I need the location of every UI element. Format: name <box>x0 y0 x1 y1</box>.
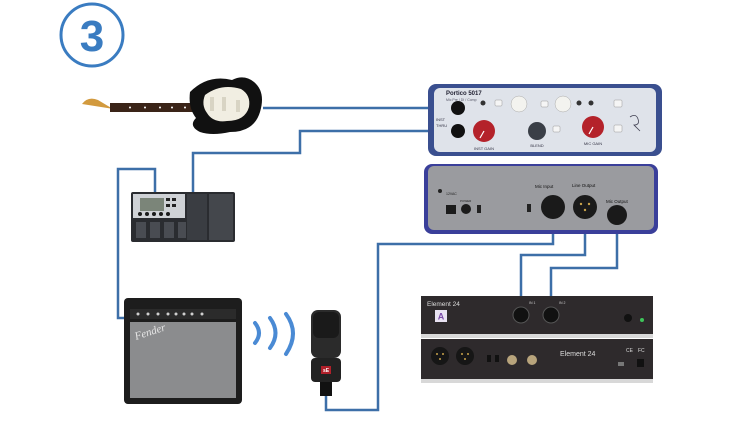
mic-gain-label: MIC GAIN <box>584 141 602 146</box>
fc-mark: FC <box>638 348 645 354</box>
audio-interface-front: Element 24 A IN 1 IN 2 <box>421 296 653 338</box>
multi-effects-pedal <box>131 192 235 242</box>
cable-preamp-thru-to-pedal <box>191 129 458 198</box>
apogee-logo <box>435 310 447 322</box>
inst-label: INST <box>436 117 446 122</box>
amp-grille <box>130 322 236 398</box>
cable-mic-to-preamp-mic-input <box>324 205 555 412</box>
mic-input-label: Mic Input <box>535 184 554 189</box>
preamp-brand: Portico 5017 <box>446 91 482 97</box>
thru-label: THRU <box>436 123 447 128</box>
phase-sweep-knob <box>510 95 528 113</box>
dc-power-jack <box>637 359 644 367</box>
line-output-label: Line Output <box>572 183 596 188</box>
ground-lift-switch <box>477 205 481 213</box>
word-clock-in <box>507 355 517 365</box>
power-in-label: 12VAC <box>446 192 457 196</box>
interface-back-name: Element 24 <box>560 351 596 358</box>
preamp-subtitle: Mic Pre / DI / Comp <box>446 98 477 102</box>
main-out-left-xlr <box>431 347 449 365</box>
pedal-display <box>140 198 164 211</box>
input-2-label: IN 2 <box>559 301 565 305</box>
audio-interface-back: Element 24 CE FC <box>421 339 653 383</box>
word-clock-out <box>527 355 537 365</box>
inst-gain-label: INST GAIN <box>474 146 494 151</box>
threshold-knob <box>554 95 572 113</box>
status-led <box>640 318 644 322</box>
blend-label: BLEND <box>530 143 543 148</box>
preamp-front: Portico 5017 Mic Pre / DI / Comp INST TH… <box>428 84 662 156</box>
step-badge: 3 <box>59 2 125 68</box>
main-out-right-xlr <box>456 347 474 365</box>
input-1-combo-jack <box>512 306 530 324</box>
power-label: POWER <box>460 199 472 203</box>
input-1-label: IN 1 <box>529 301 535 305</box>
input-2-combo-jack <box>542 306 560 324</box>
condenser-microphone: sE <box>311 310 341 396</box>
mic-output-jack <box>607 205 627 225</box>
ce-mark: CE <box>626 348 634 354</box>
mic-input-xlr <box>541 195 565 219</box>
expression-pedal <box>209 194 233 240</box>
cable-pedal-to-amp <box>116 167 157 320</box>
interface-front-name: Element 24 <box>427 301 460 308</box>
inst-input-jack <box>451 101 465 115</box>
thunderbolt-port <box>618 362 624 366</box>
cable-mic-out-to-interface-in2 <box>549 205 619 315</box>
mic-badge-label: sE <box>323 368 330 374</box>
preamp-back: 12VAC POWER Mic Input Line Output Mic Ou… <box>424 164 658 234</box>
thru-output-jack <box>451 124 465 138</box>
mic-badge <box>321 366 331 374</box>
power-button <box>461 204 471 214</box>
power-jack <box>446 205 456 214</box>
guitar-amplifier: Fender <box>124 298 242 404</box>
headphone-jack <box>624 314 632 322</box>
apogee-logo-glyph: A <box>438 312 445 322</box>
mic-output-label: Mic Output <box>606 199 629 204</box>
blend-knob <box>528 122 546 140</box>
electric-guitar <box>82 77 262 134</box>
step-number: 3 <box>80 12 104 61</box>
line-output-xlr <box>573 195 597 219</box>
sound-waves-icon <box>253 312 295 356</box>
